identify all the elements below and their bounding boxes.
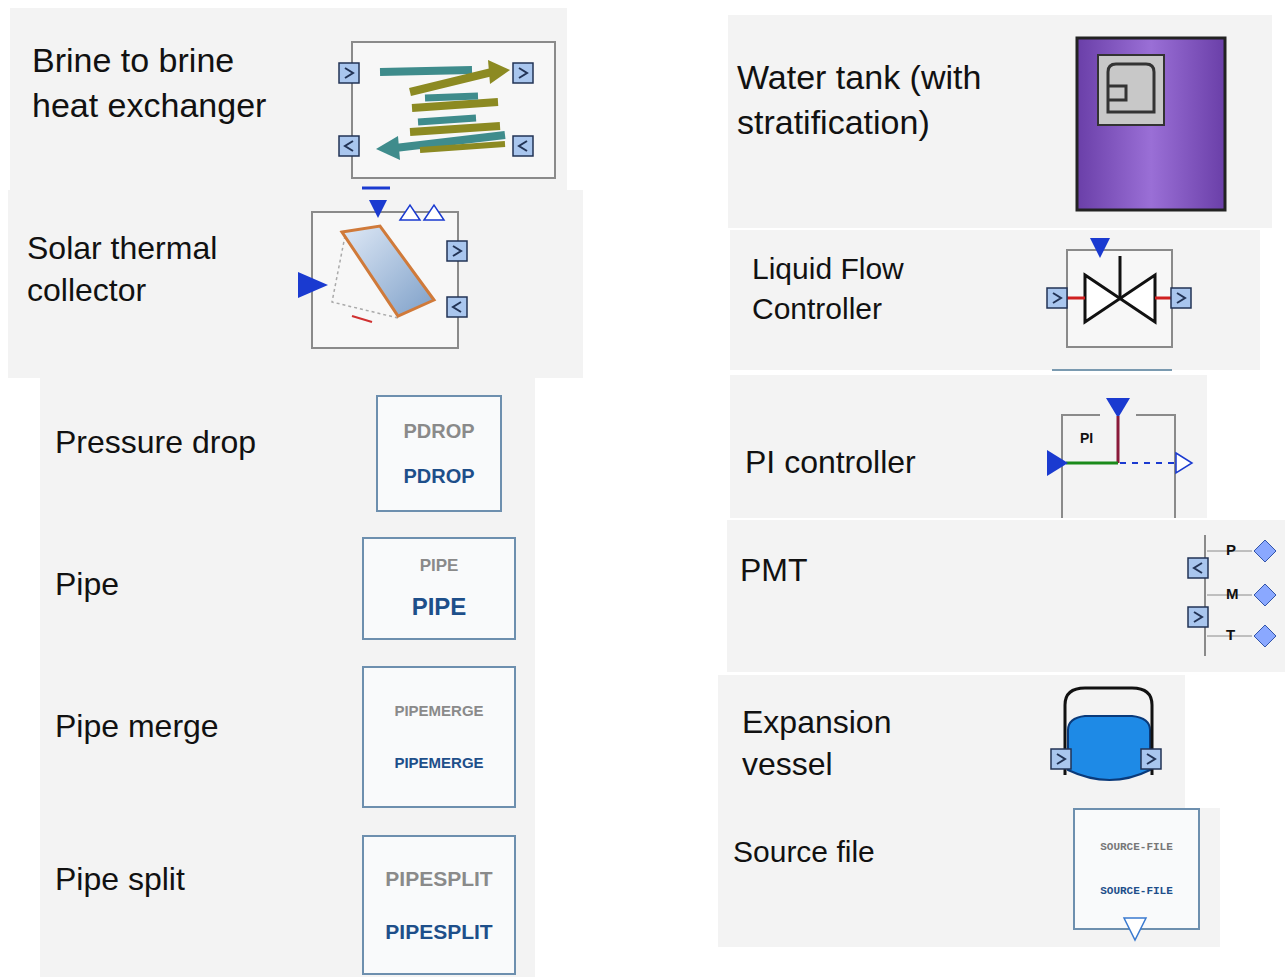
- component-panel: P M T: [727, 520, 1285, 672]
- flow-arrow: [410, 126, 500, 132]
- output-diamond: [1254, 625, 1276, 647]
- block-label: PIPE: [412, 594, 467, 620]
- component-panel: Water tank (with stratification): [728, 15, 1272, 228]
- component-panel: Solar thermal collector: [8, 190, 583, 378]
- pin-label: P: [1226, 541, 1236, 558]
- component-panel: PipePIPEPIPE: [40, 522, 535, 657]
- component-name: Water tank (with stratification): [737, 55, 1037, 145]
- flow-arrow: [410, 72, 492, 92]
- block-label: PIPEMERGE: [394, 703, 483, 720]
- component-panel: Pipe splitPIPESPLITPIPESPLIT: [40, 815, 535, 977]
- component-panel: Brine to brine heat exchanger: [10, 8, 567, 190]
- component-name: Pipe: [55, 563, 119, 605]
- expansion-vessel-icon: [1051, 688, 1161, 780]
- pin-label: T: [1226, 626, 1235, 643]
- valve-pipe: [1066, 297, 1172, 300]
- flow-arrow: [395, 135, 505, 148]
- heat-exchanger-icon: [339, 42, 555, 178]
- signal-line: [1117, 416, 1120, 463]
- output-diamond: [1254, 584, 1276, 606]
- component-name: PMT: [740, 549, 808, 591]
- pi-controller-icon: [1047, 398, 1192, 518]
- input-triangle: [1047, 450, 1068, 476]
- output-triangle: [424, 205, 444, 220]
- output-triangle: [400, 205, 420, 220]
- flow-arrow: [418, 118, 476, 122]
- component-panel: Pressure dropPDROPPDROP: [40, 378, 535, 522]
- block-icon: PIPESPLIT PIPESPLIT: [362, 835, 516, 975]
- block-icon: SOURCE-FILE SOURCE-FILE: [1073, 808, 1200, 930]
- icon-frame: [352, 42, 555, 178]
- icon-frame: [1067, 250, 1172, 347]
- component-name: Solar thermal collector: [27, 227, 257, 311]
- component-panel: Liquid Flow Controller: [730, 230, 1260, 370]
- flow-arrow: [425, 96, 478, 98]
- component-name: Pipe split: [55, 858, 185, 900]
- component-name: Brine to brine heat exchanger: [32, 38, 302, 128]
- water-tank-icon: [1077, 38, 1225, 210]
- tank-symbol: [1108, 64, 1154, 112]
- tank-body: [1077, 38, 1225, 210]
- block-label: SOURCE-FILE: [1100, 885, 1173, 897]
- valve-stem: [1119, 256, 1122, 298]
- input-triangle: [298, 272, 328, 298]
- input-bar: [362, 187, 390, 190]
- icon-frame: [312, 212, 458, 348]
- component-panel: Pipe mergePIPEMERGEPIPEMERGE: [40, 657, 535, 815]
- support-line: [332, 236, 398, 318]
- block-icon: PIPEMERGE PIPEMERGE: [362, 666, 516, 808]
- component-name: Expansion vessel: [742, 701, 922, 785]
- block-label: SOURCE-FILE: [1100, 841, 1173, 853]
- block-label: PIPESPLIT: [385, 867, 492, 890]
- flow-arrow: [380, 70, 472, 72]
- collector-panel: [342, 226, 434, 316]
- valve-icon: [1047, 238, 1191, 370]
- arrow-head: [488, 60, 510, 84]
- pin-line: [1207, 551, 1252, 636]
- icon-frame: [1204, 535, 1206, 656]
- block-label: PDROP: [403, 420, 474, 442]
- pin-label: M: [1226, 585, 1239, 602]
- component-name: Pipe merge: [55, 705, 219, 747]
- pmt-icon: [1188, 535, 1276, 656]
- signal-line: [1120, 462, 1175, 464]
- component-name: PI controller: [745, 441, 916, 483]
- valve-body: [1085, 275, 1155, 322]
- angle-mark: [352, 316, 372, 322]
- output-diamond: [1254, 540, 1276, 562]
- pin-label: PI: [1080, 430, 1093, 446]
- arrow-head: [376, 136, 400, 160]
- separator-line: [1052, 369, 1172, 371]
- block-icon: PDROP PDROP: [376, 395, 502, 512]
- solar-collector-icon: [298, 188, 467, 348]
- signal-line: [1066, 462, 1118, 465]
- block-icon: PIPE PIPE: [362, 537, 516, 640]
- component-name: Liquid Flow Controller: [752, 249, 952, 328]
- input-triangle: [1090, 238, 1110, 258]
- vessel-outline: [1065, 688, 1152, 775]
- component-panel: Source fileSOURCE-FILESOURCE-FILE: [718, 808, 1220, 947]
- flow-arrow: [420, 144, 505, 150]
- input-triangle: [1106, 398, 1130, 418]
- icon-frame: [1062, 415, 1175, 518]
- flow-arrow: [412, 102, 498, 108]
- component-name: Source file: [733, 832, 875, 872]
- component-panel: Expansion vessel: [718, 675, 1185, 808]
- block-label: PDROP: [403, 465, 474, 487]
- vessel-fill: [1068, 716, 1150, 780]
- component-name: Pressure drop: [55, 421, 256, 463]
- tank-badge: [1098, 55, 1164, 125]
- input-triangle: [369, 200, 387, 218]
- output-triangle: [1124, 918, 1146, 940]
- output-triangle: [1176, 453, 1192, 473]
- block-label: PIPESPLIT: [385, 920, 492, 943]
- component-panel: PI controller: [730, 375, 1207, 518]
- block-label: PIPEMERGE: [394, 755, 483, 772]
- block-label: PIPE: [420, 557, 459, 576]
